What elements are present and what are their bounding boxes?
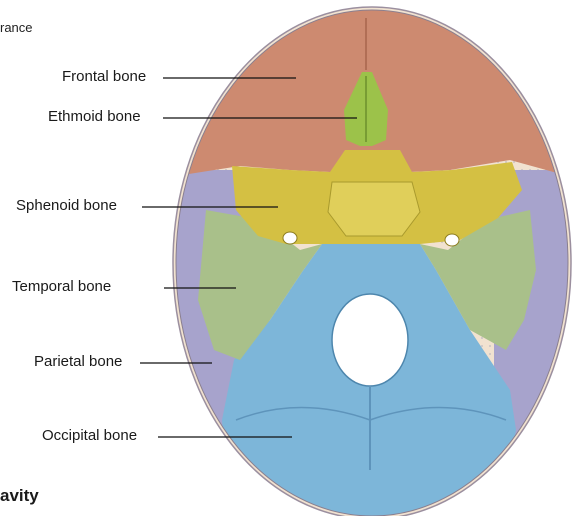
cropped-text-top: rance (0, 20, 33, 35)
label-temporal-bone: Temporal bone (12, 278, 111, 296)
label-parietal-bone: Parietal bone (34, 353, 122, 371)
label-sphenoid-bone: Sphenoid bone (16, 197, 117, 215)
foramen-magnum (332, 294, 408, 386)
cropped-text-bottom: avity (0, 486, 39, 506)
label-frontal-bone: Frontal bone (62, 68, 146, 86)
label-ethmoid-bone: Ethmoid bone (48, 108, 141, 126)
label-occipital-bone: Occipital bone (42, 427, 137, 445)
